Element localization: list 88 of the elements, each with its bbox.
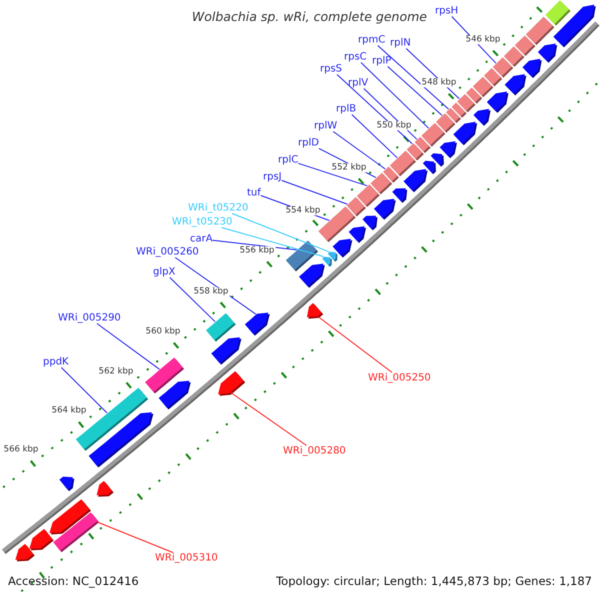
leader-line (318, 316, 393, 373)
gene-pentagon (332, 238, 352, 258)
gene-bar (526, 16, 554, 46)
gene-label: WRi_005260 (136, 246, 199, 258)
gene-label: rplD (298, 138, 319, 148)
gene-pentagon (49, 499, 91, 534)
gene-label: rpsS (320, 64, 342, 74)
gene-pentagon (15, 544, 35, 562)
gene-pentagon (553, 4, 596, 48)
gene-pentagon (96, 480, 114, 497)
gene-pentagon (306, 303, 324, 319)
leader-line (351, 114, 398, 158)
gene-pentagon (88, 412, 154, 468)
leader-line (360, 62, 430, 129)
leader-line (212, 240, 298, 250)
scale-label: 548 kbp (420, 78, 458, 88)
gene-label: rpsH (435, 6, 458, 16)
leader-line (232, 213, 330, 252)
scale-label: 566 kbp (2, 445, 40, 455)
gene-label: WRi_005250 (368, 372, 431, 384)
gene-pentagon (211, 337, 242, 365)
accession-text: Accession: NC_012416 (8, 575, 139, 588)
gene-label: WRi_t05220 (188, 202, 248, 214)
gene-pentagon (473, 108, 491, 126)
gene-label: ppdK (43, 356, 69, 368)
gene-bar (206, 313, 236, 342)
gene-label: WRi_t05230 (172, 216, 232, 228)
gene-bar (414, 136, 431, 154)
gene-pentagon (362, 216, 378, 230)
gene-pentagon (404, 169, 428, 192)
leader-line (96, 521, 174, 553)
gene-label: rplC (278, 154, 298, 166)
leader-line (377, 45, 450, 110)
gene-label: rplN (390, 38, 411, 48)
gene-pentagon (29, 528, 54, 550)
gene-label: glpX (153, 266, 176, 278)
gene-label: tuf (247, 188, 261, 198)
gene-pentagon (158, 380, 191, 410)
gene-label: rpsJ (263, 172, 282, 182)
gene-label: rpsC (344, 52, 367, 62)
leader-line (221, 227, 324, 258)
gene-bar (466, 88, 482, 104)
gene-pentagon (453, 122, 478, 146)
gene-pentagon (486, 92, 508, 113)
gene-pentagon (374, 198, 396, 220)
gene-label: rplB (336, 104, 356, 114)
gene-pentagon (440, 141, 457, 158)
scale-label: 562 kbp (98, 367, 134, 377)
gene-label: rpmC (358, 34, 386, 46)
gene-label: carA (190, 234, 213, 244)
gene-pentagon (244, 312, 270, 336)
scale-label: 560 kbp (144, 327, 182, 337)
leader-line (336, 74, 413, 144)
gene-label: WRi_005310 (155, 552, 218, 564)
gene-pentagon (348, 226, 366, 243)
leader-line (230, 392, 307, 446)
leader-line (387, 66, 442, 116)
gene-pentagon (299, 264, 325, 288)
diagram-title: Wolbachia sp. wRi, complete genome (192, 10, 427, 24)
gene-label: rplP (372, 56, 392, 66)
gene-label: WRi_005280 (283, 446, 346, 456)
gene-pentagon (322, 256, 332, 267)
leader-line (60, 367, 108, 414)
gene-pentagon (392, 188, 408, 203)
gene-pentagon (218, 371, 246, 396)
scale-label: 556 kbp (238, 246, 276, 256)
gene-pentagon (522, 58, 542, 78)
scale-label: 558 kbp (192, 287, 230, 297)
gene-label: rplW (314, 120, 338, 132)
gene-pentagon (538, 44, 558, 63)
gene-bar (452, 102, 467, 118)
scale-label: 552 kbp (330, 163, 368, 173)
genome-summary-text: Topology: circular; Length: 1,445,873 bp; Genes: 1,187 (276, 575, 592, 588)
gene-pentagon (59, 476, 74, 492)
gene-label: WRi_005290 (58, 312, 121, 324)
gene-pentagon (504, 74, 526, 96)
leader-line (332, 131, 386, 170)
scale-label: 550 kbp (376, 121, 412, 131)
scale-label: 564 kbp (50, 406, 88, 416)
leader-line (169, 277, 216, 322)
leader-line (281, 180, 348, 205)
leader-line (96, 323, 160, 370)
gene-label: rplV (348, 78, 368, 88)
scale-label: 554 kbp (284, 206, 322, 216)
gene-bar (436, 113, 456, 133)
leader-line (298, 162, 368, 186)
scale-label: 546 kbp (464, 35, 502, 45)
gene-bar (504, 46, 524, 67)
